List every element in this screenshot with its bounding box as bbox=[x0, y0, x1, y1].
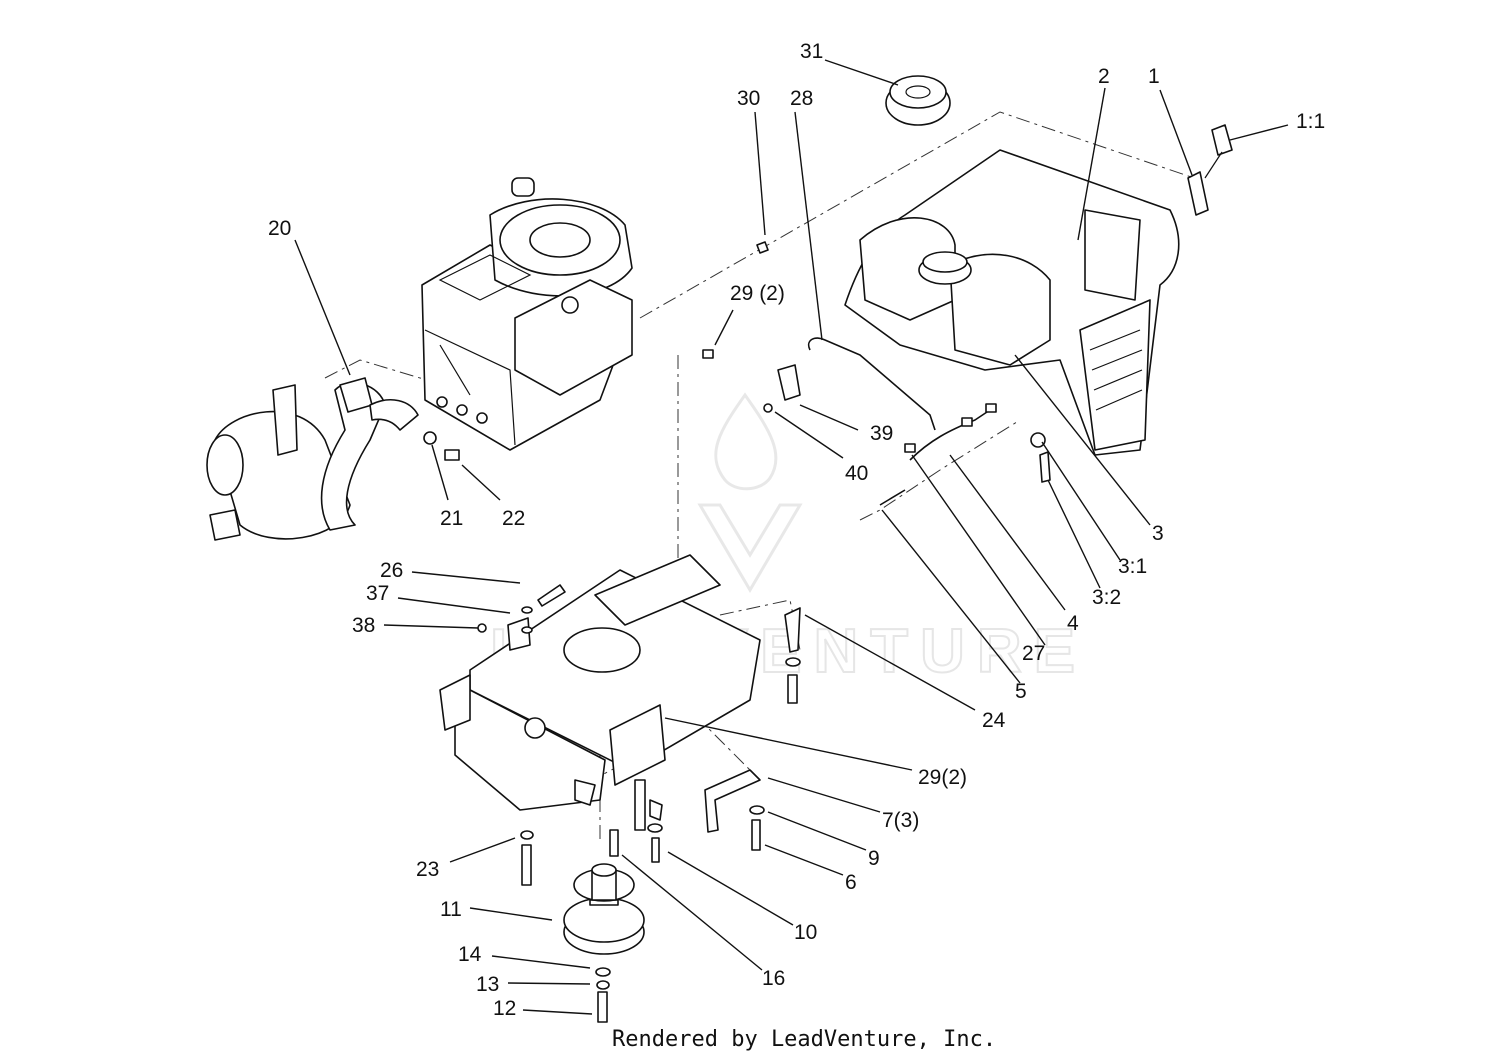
callout-14: 14 bbox=[458, 943, 482, 966]
callout-labels: 31 2 1 1:1 30 28 29 (2) 20 21 22 39 40 3… bbox=[268, 40, 1325, 1020]
callout-1: 1 bbox=[1148, 65, 1160, 88]
callout-28: 28 bbox=[790, 87, 813, 110]
callout-20: 20 bbox=[268, 217, 291, 240]
callout-39: 39 bbox=[870, 422, 893, 445]
callout-11: 11 bbox=[440, 898, 462, 921]
callout-3-1: 3:1 bbox=[1118, 555, 1147, 578]
fuel-tank bbox=[844, 149, 1180, 456]
frame bbox=[439, 554, 761, 811]
callout-29a: 29 (2) bbox=[730, 282, 785, 305]
callout-2: 2 bbox=[1098, 65, 1110, 88]
callout-13: 13 bbox=[476, 973, 499, 996]
callout-38: 38 bbox=[352, 614, 375, 637]
callout-37: 37 bbox=[366, 582, 389, 605]
callout-6: 6 bbox=[845, 871, 857, 894]
muffler bbox=[206, 377, 460, 541]
callout-30: 30 bbox=[737, 87, 760, 110]
callout-4: 4 bbox=[1067, 612, 1079, 635]
callout-40: 40 bbox=[845, 462, 868, 485]
leader-lines bbox=[294, 59, 1289, 1015]
throttle-control bbox=[1187, 124, 1233, 216]
fuel-lines bbox=[702, 241, 1051, 506]
brackets bbox=[477, 584, 801, 886]
callout-31: 31 bbox=[800, 40, 823, 63]
callout-3-2: 3:2 bbox=[1092, 586, 1121, 609]
callout-26: 26 bbox=[380, 559, 403, 582]
callout-21: 21 bbox=[440, 507, 463, 530]
callout-1-1: 1:1 bbox=[1296, 110, 1325, 133]
callout-5: 5 bbox=[1015, 680, 1027, 703]
callout-7: 7(3) bbox=[882, 809, 919, 832]
flame-icon bbox=[714, 392, 778, 491]
callout-9: 9 bbox=[868, 847, 880, 870]
callout-29b: 29(2) bbox=[918, 766, 967, 789]
callout-3: 3 bbox=[1152, 522, 1164, 545]
callout-10: 10 bbox=[794, 921, 817, 944]
render-credit: Rendered by LeadVenture, Inc. bbox=[612, 1027, 996, 1052]
logo-v-icon bbox=[697, 503, 803, 593]
pulley bbox=[563, 863, 645, 1023]
engine bbox=[421, 177, 633, 451]
callout-12: 12 bbox=[493, 997, 516, 1020]
callout-27: 27 bbox=[1022, 642, 1045, 665]
callout-22: 22 bbox=[502, 507, 525, 530]
callout-24: 24 bbox=[982, 709, 1006, 732]
callout-16: 16 bbox=[762, 967, 785, 990]
fuel-cap bbox=[885, 75, 951, 126]
callout-23: 23 bbox=[416, 858, 439, 881]
